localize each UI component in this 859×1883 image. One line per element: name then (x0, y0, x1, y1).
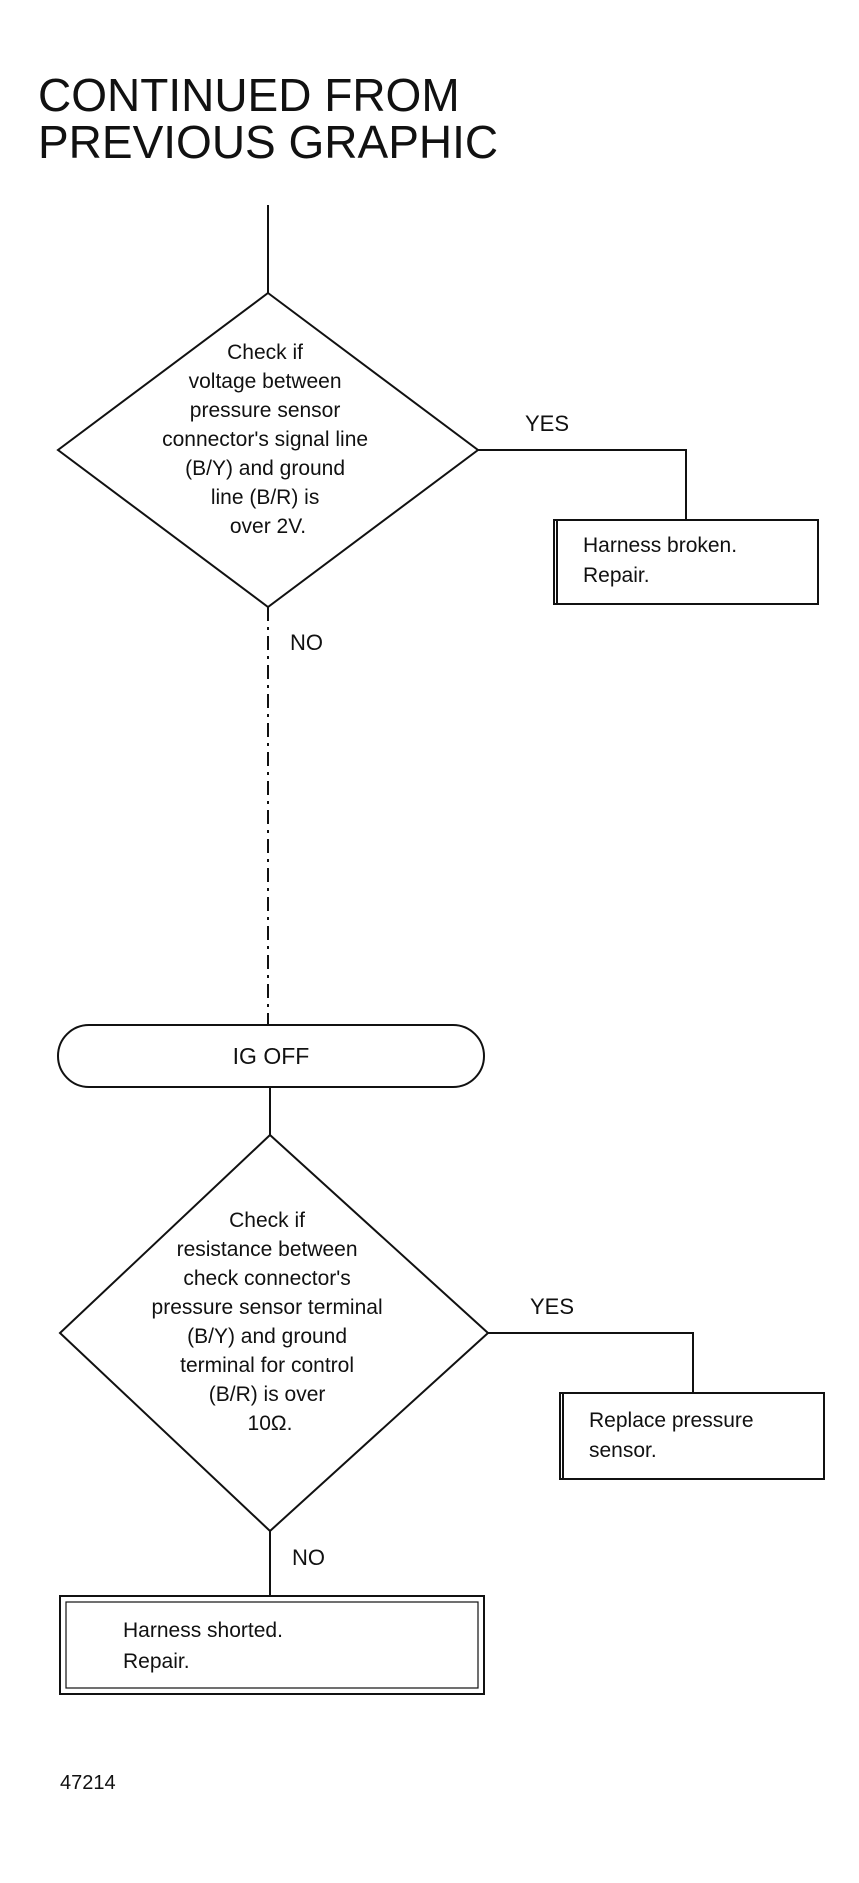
decision1-line: line (B/R) is (211, 486, 320, 509)
decision2-line: check connector's (183, 1267, 350, 1290)
decision2-line: Check if (229, 1209, 305, 1232)
decision2-line: 10Ω. (248, 1412, 293, 1435)
result-harness-broken (553, 519, 819, 605)
decision2-no-label: NO (292, 1545, 325, 1570)
result-broken-line: Harness broken. (583, 534, 737, 557)
result-replace-line: Replace pressure (589, 1409, 754, 1432)
result-harness-shorted (59, 1595, 485, 1695)
result-harness-shorted-inner-border (65, 1601, 479, 1689)
figure-number: 47214 (60, 1772, 116, 1794)
process-ig-off-label: IG OFF (233, 1043, 310, 1069)
decision2-line: (B/Y) and ground (187, 1325, 347, 1348)
result-replace-sensor (559, 1392, 825, 1480)
decision1-line: pressure sensor (190, 399, 341, 422)
result-replace-sensor-text: Replace pressure sensor. (589, 1409, 759, 1462)
decision1-text: Check if voltage between pressure sensor… (162, 341, 374, 538)
decision2-yes-connector (488, 1332, 694, 1393)
decision2-line: terminal for control (180, 1354, 354, 1377)
heading-line-2: PREVIOUS GRAPHIC (38, 115, 499, 168)
result-shorted-line: Harness shorted. (123, 1619, 283, 1642)
result-harness-shorted-text: Harness shorted. Repair. (123, 1619, 289, 1673)
decision1-line: (B/Y) and ground (185, 457, 345, 480)
decision1-yes-connector (478, 449, 687, 520)
result-broken-line: Repair. (583, 564, 650, 587)
decision2-line: resistance between (177, 1238, 358, 1261)
result-replace-line: sensor. (589, 1439, 657, 1462)
decision2-line: pressure sensor terminal (152, 1296, 383, 1319)
heading-line-1: CONTINUED FROM (38, 69, 460, 121)
decision1-line: connector's signal line (162, 428, 368, 451)
continued-heading: CONTINUED FROM PREVIOUS GRAPHIC (38, 72, 498, 166)
result-harness-broken-text: Harness broken. Repair. (583, 534, 743, 587)
decision1-no-label: NO (290, 630, 323, 655)
result-shorted-line: Repair. (123, 1650, 190, 1673)
decision1-yes-label: YES (525, 411, 569, 436)
decision2-yes-label: YES (530, 1294, 574, 1319)
decision1-line: Check if (227, 341, 303, 364)
decision2-text: Check if resistance between check connec… (152, 1209, 389, 1435)
decision2-line: (B/R) is over (209, 1383, 326, 1406)
decision1-line: over 2V. (230, 515, 306, 538)
decision1-line: voltage between (189, 370, 342, 393)
